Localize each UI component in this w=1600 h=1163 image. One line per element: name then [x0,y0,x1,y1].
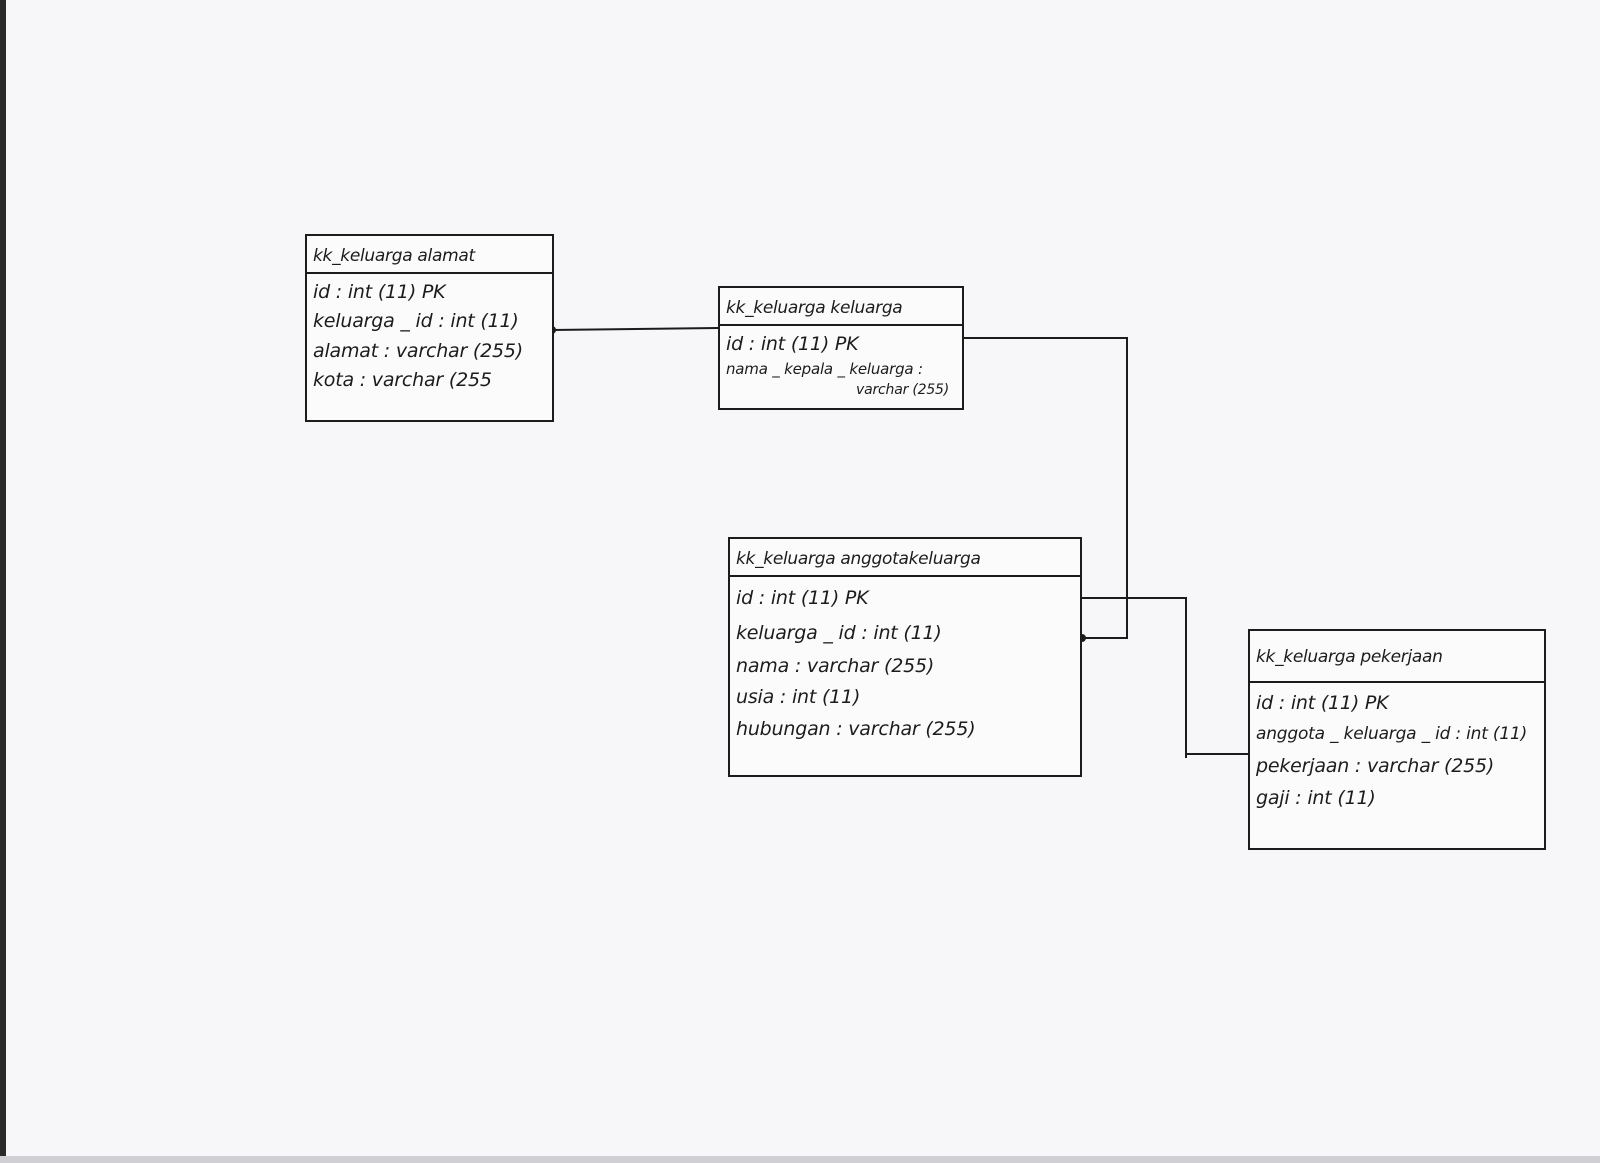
attribute-row: id : int (11) PK [726,333,859,355]
attribute-row: id : int (11) PK [1256,692,1389,714]
entity-pekerjaan[interactable]: kk_keluarga pekerjaan id : int (11) PK a… [1248,629,1546,850]
attribute-row: id : int (11) PK [313,281,446,303]
entity-attributes: id : int (11) PK keluarga _ id : int (11… [307,274,552,402]
attribute-row: alamat : varchar (255) [313,339,524,362]
relation-alamat-keluarga [551,327,719,331]
attribute-row: nama : varchar (255) [736,655,935,678]
attribute-row: hubungan : varchar (255) [736,718,976,741]
relation-anggota-pekerjaan [1082,597,1250,755]
paper-edge-bottom [0,1156,1600,1163]
attribute-row: varchar (255) [856,382,950,399]
attribute-row: usia : int (11) [736,685,861,708]
paper-edge [0,0,6,1163]
attribute-row: pekerjaan : varchar (255) [1256,755,1495,777]
entity-attributes: id : int (11) PK anggota _ keluarga _ id… [1250,683,1544,820]
entity-attributes: id : int (11) PK nama _ kepala _ keluarg… [720,326,962,408]
entity-title: kk_keluarga pekerjaan [1250,631,1544,683]
attribute-row: anggota _ keluarga _ id : int (11) [1256,724,1528,745]
entity-alamat[interactable]: kk_keluarga alamat id : int (11) PK kelu… [305,234,554,422]
entity-title: kk_keluarga anggotakeluarga [730,539,1080,577]
attribute-row: keluarga _ id : int (11) [313,310,519,333]
attribute-row: id : int (11) PK [736,587,869,609]
entity-title: kk_keluarga alamat [307,236,552,274]
entity-attributes: id : int (11) PK keluarga _ id : int (11… [730,577,1080,753]
relation-keluarga-anggota [960,337,1128,639]
entity-title: kk_keluarga keluarga [720,288,962,326]
entity-keluarga[interactable]: kk_keluarga keluarga id : int (11) PK na… [718,286,964,410]
attribute-row: kota : varchar (255 [313,369,492,392]
attribute-row: keluarga _ id : int (11) [736,622,942,645]
entity-anggota-keluarga[interactable]: kk_keluarga anggotakeluarga id : int (11… [728,537,1082,777]
attribute-row: gaji : int (11) [1256,787,1376,810]
attribute-row: nama _ kepala _ keluarga : [726,360,923,379]
